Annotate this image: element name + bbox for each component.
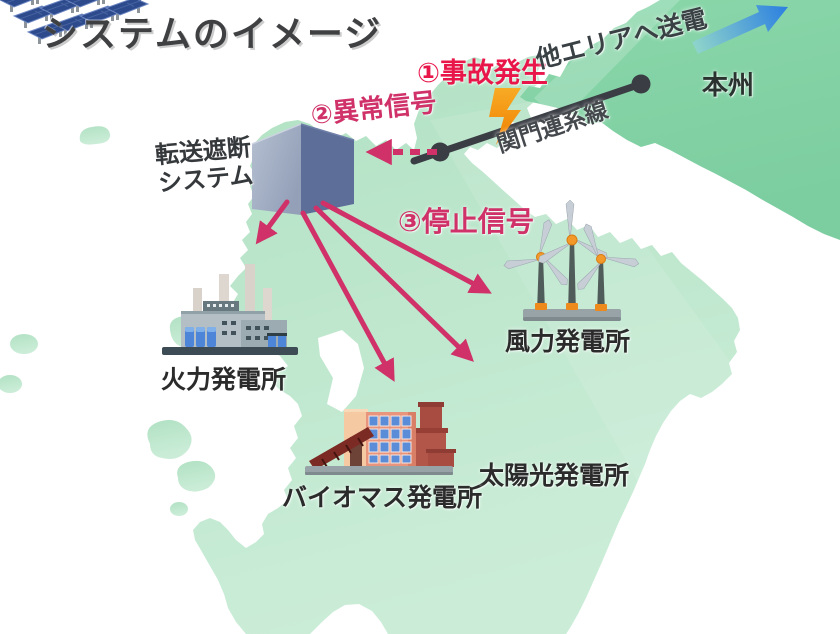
wind-plant-illustration (503, 199, 640, 321)
transmission-arrow-icon (692, 5, 788, 54)
honshu-label: 本州 (702, 71, 755, 101)
thermal-plant-illustration (162, 264, 298, 355)
step1-fault-label: ①事故発生 (417, 58, 548, 89)
fault-lightning-icon (489, 88, 521, 145)
step3-stop-signal-label: ③停止信号 (398, 205, 534, 238)
biomass-plant-illustration (305, 402, 456, 475)
solar-plant-label: 太陽光発電所 (479, 461, 630, 490)
interconnection-line-icon (410, 74, 651, 165)
biomass-plant-label: バイオマス発電所 (282, 483, 483, 512)
shutdown-system-box (251, 123, 355, 215)
solar-plant-illustration (0, 0, 149, 45)
shutdown-system-label: 転送遮断 システム (136, 133, 254, 199)
stop-signal-arrows (255, 199, 492, 382)
honshu-landmass (520, 0, 840, 240)
wind-plant-label: 風力発電所 (505, 327, 631, 356)
page-title: システムのイメージ (42, 14, 383, 55)
thermal-plant-label: 火力発電所 (161, 365, 287, 394)
